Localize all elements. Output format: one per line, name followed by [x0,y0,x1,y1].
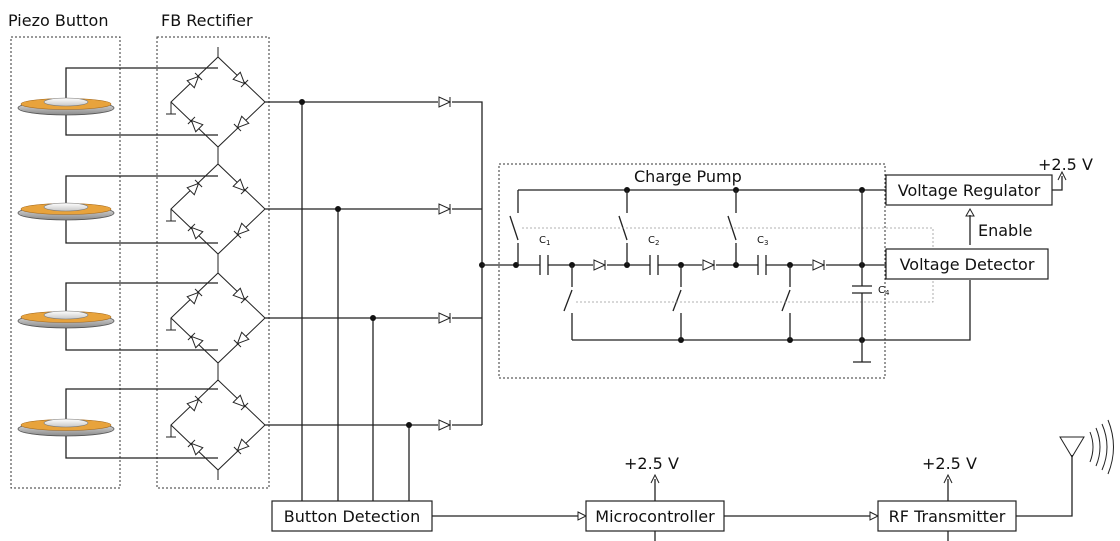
rectifier-2 [166,154,265,264]
charge-pump-circuit [509,187,975,363]
voltage-detector-box [885,248,1049,280]
c3-label: C3 [757,235,768,247]
rf-transmitter-box [877,500,1017,532]
rectifier-3 [166,263,265,373]
fb-rectifier-title: FB Rectifier [161,11,253,30]
c4-label: C4 [878,285,890,297]
antenna-icon [1016,419,1114,517]
enable-label: Enable [978,221,1033,240]
regulator-output-wire [1052,176,1063,191]
rf-supply-label: +2.5 V [922,454,977,473]
voltage-regulator-label: Voltage Regulator [898,181,1041,200]
rf-transmitter-label: RF Transmitter [889,507,1006,526]
micro-to-rf-arrow [869,511,880,521]
piezo-button-title: Piezo Button [8,11,108,30]
micro-supply-label: +2.5 V [624,454,679,473]
detection-to-micro-arrow [577,511,588,521]
c1-label: C1 [539,235,550,247]
charge-pump-group [498,163,886,379]
piezo-button-4 [17,388,218,459]
rectifier-1 [166,47,265,157]
charge-pump-title: Charge Pump [634,167,742,186]
fb-rectifier-group [156,36,270,489]
micro-supply-arrow [650,473,660,484]
button-detection-label: Button Detection [284,507,420,526]
regulator-output-arrow [1057,170,1067,181]
microcontroller-box [585,500,725,532]
voltage-regulator-box [885,174,1053,206]
rf-supply-arrow [943,473,953,484]
microcontroller-label: Microcontroller [595,507,715,526]
voltage-detector-label: Voltage Detector [900,255,1035,274]
c2-label: C2 [648,235,659,247]
piezo-button-1 [17,67,218,136]
rectifier-output-wiring [265,96,516,524]
piezo-button-3 [17,282,218,351]
piezo-button-2 [17,175,218,244]
rectifier-4 [166,370,265,480]
regulator-supply-label: +2.5 V [1038,155,1093,174]
